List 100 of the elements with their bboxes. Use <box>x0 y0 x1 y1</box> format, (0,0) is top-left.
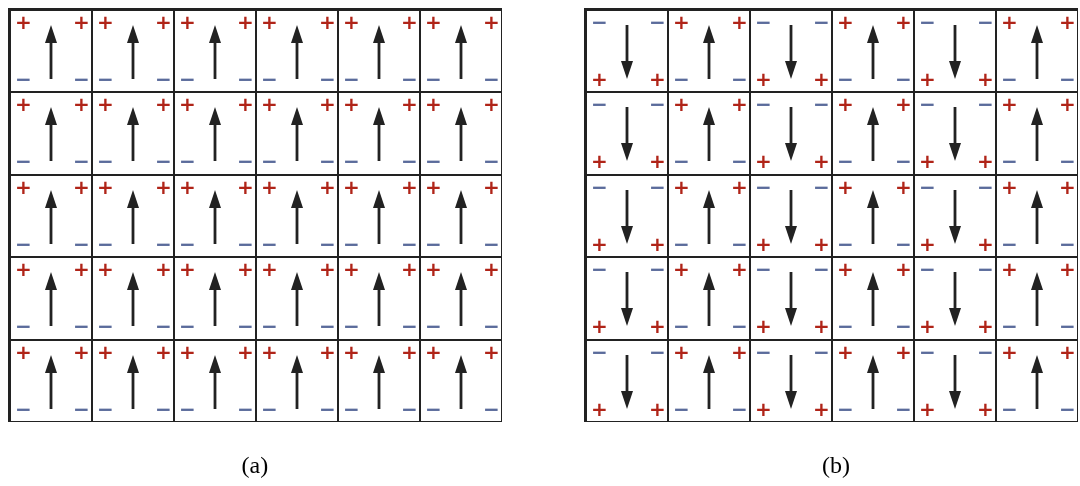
charge-sign: + <box>343 259 360 280</box>
charge-sign: + <box>179 259 196 280</box>
charge-sign: + <box>425 259 442 280</box>
charge-sign: − <box>919 94 936 115</box>
charge-sign: − <box>97 398 114 419</box>
charge-sign: + <box>755 151 772 172</box>
charge-sign: − <box>1001 69 1018 89</box>
charge-sign: − <box>155 233 172 254</box>
charge-sign: + <box>155 176 172 197</box>
charge-sign: − <box>319 151 336 172</box>
charge-sign: + <box>837 176 854 197</box>
domain-cell <box>420 339 502 422</box>
charge-sign: − <box>343 316 360 337</box>
domain-cell <box>668 339 750 422</box>
charge-sign: − <box>1059 233 1076 254</box>
charge-sign: − <box>1059 69 1076 89</box>
charge-sign: − <box>425 151 442 172</box>
charge-sign: + <box>813 316 830 337</box>
charge-sign: − <box>425 69 442 89</box>
charge-sign: − <box>919 259 936 280</box>
charge-sign: + <box>425 341 442 362</box>
domain-cell <box>256 257 338 340</box>
charge-sign: − <box>97 69 114 89</box>
domain-cell <box>750 257 832 340</box>
charge-sign: + <box>97 341 114 362</box>
charge-sign: − <box>837 69 854 89</box>
domain-cell <box>92 174 174 258</box>
charge-sign: − <box>483 316 500 337</box>
charge-sign: − <box>73 151 90 172</box>
charge-sign: + <box>977 233 994 254</box>
charge-sign: − <box>813 176 830 197</box>
charge-sign: + <box>591 398 608 419</box>
domain-cell <box>256 10 338 93</box>
charge-sign: + <box>673 12 690 32</box>
domain-cell <box>914 257 996 340</box>
charge-sign: − <box>237 151 254 172</box>
domain-cell <box>586 339 668 422</box>
domain-cell <box>832 92 914 175</box>
domain-cell <box>586 174 668 258</box>
charge-sign: + <box>649 69 666 89</box>
charge-sign: + <box>977 398 994 419</box>
domain-cell <box>996 257 1078 340</box>
domain-cell <box>914 92 996 175</box>
domain-cell <box>914 10 996 93</box>
charge-sign: + <box>1059 259 1076 280</box>
charge-sign: − <box>895 151 912 172</box>
charge-sign: − <box>401 233 418 254</box>
domain-cell <box>174 257 256 340</box>
charge-sign: + <box>919 233 936 254</box>
charge-sign: − <box>237 233 254 254</box>
charge-sign: + <box>673 341 690 362</box>
domain-cell <box>996 339 1078 422</box>
charge-sign: + <box>483 12 500 32</box>
charge-sign: − <box>673 69 690 89</box>
charge-sign: − <box>649 12 666 32</box>
domain-cell <box>10 10 92 93</box>
domain-cell <box>586 257 668 340</box>
charge-sign: − <box>483 69 500 89</box>
domain-cell <box>10 92 92 175</box>
domain-cell <box>832 339 914 422</box>
charge-sign: − <box>837 151 854 172</box>
charge-sign: − <box>731 398 748 419</box>
domain-cell <box>420 174 502 258</box>
charge-sign: − <box>155 398 172 419</box>
charge-sign: + <box>649 151 666 172</box>
charge-sign: − <box>649 94 666 115</box>
charge-sign: − <box>813 259 830 280</box>
domain-cell <box>914 339 996 422</box>
charge-sign: + <box>261 12 278 32</box>
domain-cell <box>832 10 914 93</box>
charge-sign: + <box>649 316 666 337</box>
charge-sign: + <box>343 341 360 362</box>
charge-sign: − <box>837 316 854 337</box>
charge-sign: − <box>673 151 690 172</box>
charge-sign: + <box>319 259 336 280</box>
domain-cell <box>256 339 338 422</box>
domain-cell <box>420 92 502 175</box>
charge-sign: + <box>179 94 196 115</box>
charge-sign: + <box>261 259 278 280</box>
charge-sign: − <box>483 151 500 172</box>
charge-sign: + <box>237 176 254 197</box>
charge-sign: − <box>261 151 278 172</box>
charge-sign: − <box>343 151 360 172</box>
charge-sign: − <box>179 69 196 89</box>
charge-sign: + <box>813 69 830 89</box>
charge-sign: − <box>179 398 196 419</box>
charge-sign: − <box>813 12 830 32</box>
charge-sign: − <box>895 233 912 254</box>
charge-sign: + <box>261 176 278 197</box>
charge-sign: − <box>237 69 254 89</box>
domain-cell <box>668 10 750 93</box>
charge-sign: − <box>977 259 994 280</box>
charge-sign: − <box>425 398 442 419</box>
charge-sign: + <box>483 176 500 197</box>
charge-sign: − <box>97 233 114 254</box>
charge-sign: − <box>591 12 608 32</box>
charge-sign: − <box>673 233 690 254</box>
charge-sign: + <box>261 341 278 362</box>
charge-sign: + <box>731 94 748 115</box>
charge-sign: + <box>401 176 418 197</box>
